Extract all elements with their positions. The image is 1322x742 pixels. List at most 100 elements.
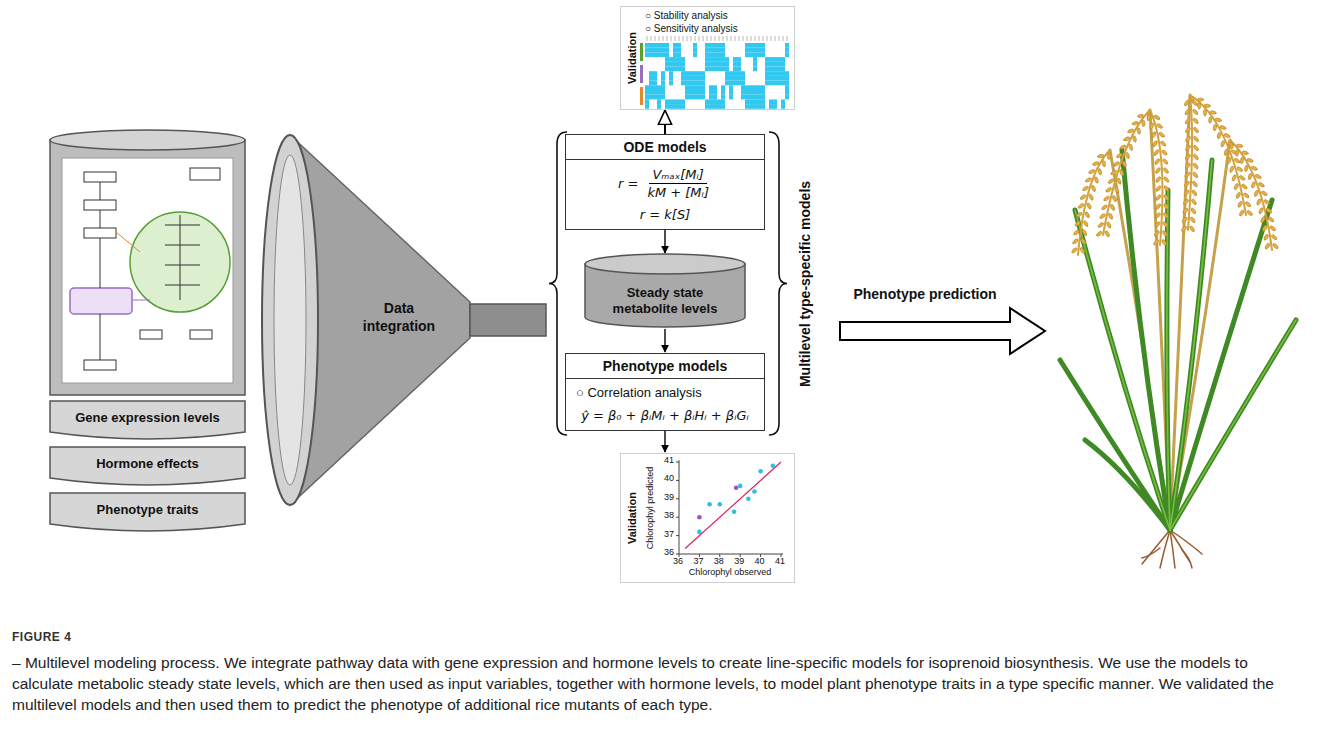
leaves-part-part (1085, 440, 1170, 530)
axis-title: Chlorophyl predicted (645, 467, 655, 550)
heatmap-part (785, 90, 789, 95)
scatter-plot-part (697, 515, 702, 520)
leaves-part (1060, 150, 1296, 530)
cylinder-label: Steady state metabolite levels (595, 285, 735, 316)
panicles-part (1076, 211, 1083, 218)
heatmap-part (661, 81, 665, 86)
heatmap-part (695, 36, 696, 41)
heatmap-part (761, 43, 765, 48)
heatmap-part (765, 76, 769, 81)
panicles-part (1110, 204, 1116, 211)
pathway-thumbnail-part (180, 215, 181, 300)
heatmap-part (701, 71, 705, 76)
heatmap-part (777, 62, 781, 67)
panicles-part (1193, 153, 1200, 160)
funnel-part (274, 155, 306, 485)
panicles-part (1242, 151, 1249, 156)
heatmap-part (669, 62, 673, 67)
heatmap-part (723, 36, 724, 41)
panicles-part (1091, 185, 1096, 192)
panicles-part (1149, 122, 1155, 129)
heatmap-part (689, 85, 693, 90)
pathway-thumbnail-part (165, 265, 200, 266)
heatmap-part (673, 67, 677, 72)
heatmap-part (781, 57, 785, 62)
panicles-part (1191, 189, 1197, 196)
scatter-plot-part (752, 489, 757, 494)
leaves-part-part (1170, 320, 1296, 530)
heatmap-part (661, 90, 665, 95)
axis-tick: 36 (658, 547, 674, 557)
heatmap-part (681, 71, 685, 76)
heatmap-part (645, 95, 649, 100)
heatmap-part (777, 71, 781, 76)
heatmap-part (685, 71, 689, 76)
panicles-part (1154, 230, 1161, 237)
box-title: Phenotype models (566, 354, 764, 379)
panicles-part (1113, 161, 1120, 167)
heatmap-part (693, 85, 697, 90)
heatmap-part (709, 95, 713, 100)
panicles-part (1163, 194, 1170, 201)
panicles-part (1263, 234, 1269, 241)
panicles-part (1193, 135, 1200, 142)
database-cylinder-part (50, 140, 245, 395)
panicles-part (1096, 231, 1103, 238)
heatmap-part (693, 95, 697, 100)
heatmap-part (705, 57, 709, 62)
heatmap-part (769, 104, 773, 109)
heatmap-part (713, 67, 717, 72)
panicles-part (1246, 210, 1253, 217)
heatmap-part (640, 65, 643, 83)
heatmap-part (753, 57, 757, 62)
heatmap-part (645, 104, 649, 109)
arrow-label: Phenotype prediction (840, 286, 1010, 302)
panicles-part (1112, 195, 1118, 202)
leaves-part-part (1170, 320, 1296, 530)
heatmap-part (647, 36, 648, 41)
heatmap-part (677, 43, 681, 48)
pathway-thumbnail-part (100, 314, 101, 360)
heatmap-part (709, 104, 713, 109)
heatmap-part (673, 48, 677, 53)
panicles-part (1193, 126, 1200, 133)
panicles-part (1103, 110, 1150, 235)
leaves (1060, 150, 1296, 530)
heatmap-part (761, 52, 765, 57)
heatmap-part (725, 57, 729, 62)
heatmap-part (689, 90, 693, 95)
panicles-part (1084, 211, 1090, 218)
layer-label: Phenotype traits (97, 502, 199, 517)
panicles-part (1083, 220, 1089, 227)
heatmap-part (753, 62, 757, 67)
panicles-part (1223, 133, 1230, 139)
panicles-part (1197, 102, 1201, 109)
panicles-part (1260, 216, 1266, 223)
heatmap-part (681, 81, 685, 86)
heatmap-part (741, 76, 745, 81)
heatmap-part (781, 104, 785, 109)
panicles-part (1141, 120, 1145, 127)
heatmap-part (705, 104, 709, 109)
panicles-part (1263, 199, 1270, 205)
heatmap-part (755, 36, 756, 41)
heatmap-part (721, 48, 725, 53)
panicles-part (1197, 98, 1203, 101)
heatmap-part (757, 48, 761, 53)
heatmap-part (649, 76, 653, 81)
scatter-plot-part (679, 554, 783, 555)
axis-tick: 41 (770, 556, 790, 566)
pathway-thumbnail-part (165, 245, 200, 246)
heatmap-part (709, 57, 713, 62)
heatmap-part (737, 81, 741, 86)
caption: – Multilevel modeling process. We integr… (12, 652, 1310, 715)
leaves-part-part (1170, 200, 1272, 530)
heatmap-part (640, 87, 643, 105)
heatmap-part (687, 36, 688, 41)
heatmap-part (753, 48, 757, 53)
scatter-plot-part (707, 502, 712, 507)
heatmap-part (745, 48, 749, 53)
list-item: ○ Sensitivity analysis (645, 23, 738, 34)
data-cylinder: Steady state metabolite levels (585, 254, 745, 329)
connector-arrow (664, 111, 666, 134)
